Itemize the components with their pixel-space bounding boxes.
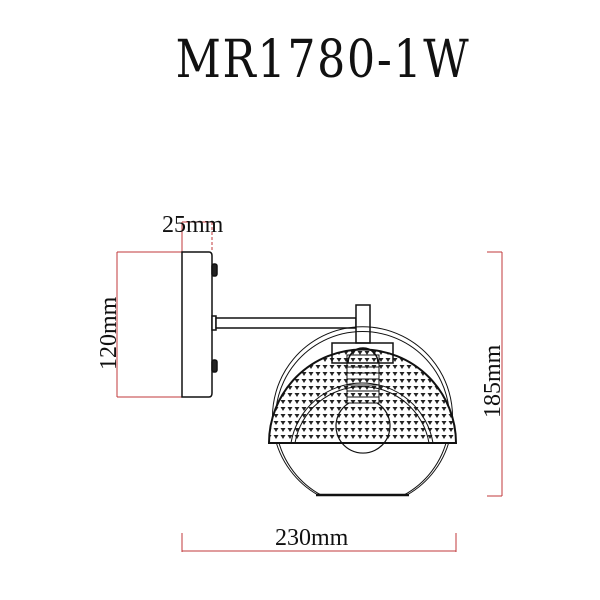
dimension-230mm: 230mm — [181, 525, 457, 552]
socket-holder — [346, 354, 380, 404]
mesh-shade — [267, 348, 458, 444]
dimension-185mm: 185mm — [480, 251, 506, 497]
dimension-120mm: 120mm — [96, 251, 182, 398]
dim-label-25mm: 25mm — [162, 212, 224, 238]
screw-bottom — [211, 359, 218, 373]
dim-label-185mm: 185mm — [480, 344, 506, 418]
dim-label-230mm: 230mm — [275, 525, 349, 551]
wall-plate — [181, 251, 218, 398]
lamp-arm — [215, 304, 371, 344]
dim-label-120mm: 120mm — [96, 296, 122, 370]
screw-top — [211, 263, 218, 277]
model-title: MR1780-1W — [175, 30, 471, 90]
dimension-25mm: 25mm — [162, 212, 224, 252]
socket-cap — [331, 342, 394, 364]
light-bulb — [335, 402, 391, 454]
